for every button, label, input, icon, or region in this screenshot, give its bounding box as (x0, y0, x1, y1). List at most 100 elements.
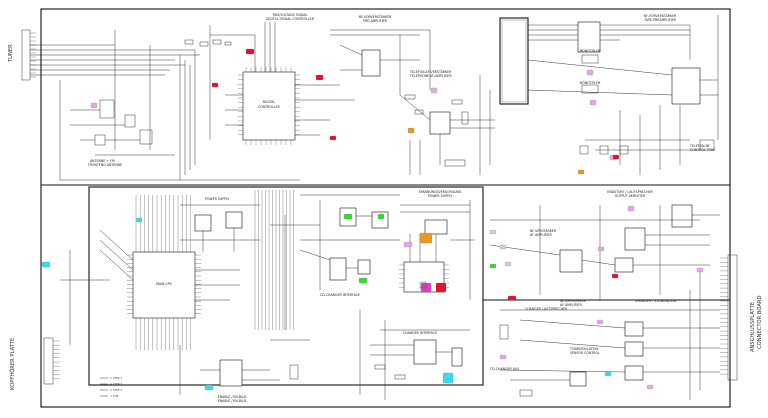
legend-top: = TOP (110, 394, 119, 398)
speaker-label-2: AF-AMPLIFIER (560, 303, 582, 307)
changer-interface-block: CHANGER INTERFACE (350, 310, 470, 400)
changer-interface-chip (413, 339, 437, 365)
spannung-reg (424, 219, 448, 235)
enable-label: ENABLE / EN-BILD (218, 395, 247, 399)
pink-marker (90, 102, 98, 109)
interface-chip-2 (357, 259, 371, 275)
top-left-components: ANTENNE + FM FRONTEND ANTENNE (70, 39, 232, 167)
cd-changer-aus-label: CD-CHANGER AUS (490, 367, 519, 371)
digital-controller-title: RDS/VOLTAGE SIGNAL (273, 13, 308, 17)
component-markers (41, 48, 704, 391)
grey-marker (504, 261, 512, 267)
cyan-marker (604, 371, 612, 377)
pre-amp-chip (361, 49, 381, 77)
red-marker (245, 48, 255, 55)
pre-amp-title-2: PRE-AMPLIFIER (363, 19, 388, 23)
antenna-title: ANTENNE + FM (90, 159, 115, 163)
legend-item: = STEP 1 (100, 376, 122, 380)
green-marker (489, 263, 497, 269)
tape-preamp-title: NF-VORVERSTÄRKER (644, 13, 677, 18)
connector-board-line1: ANSCHLUSSPLATTE (750, 302, 756, 352)
legend-step1: = STEP 1 (110, 376, 122, 380)
legend-item: = STEP 2 (100, 382, 122, 386)
red-marker (329, 135, 337, 141)
monitor-label: MONITOR-FM (580, 49, 601, 53)
cyan-marker (204, 384, 214, 391)
lower-chip-3 (624, 365, 644, 381)
enable-block: ENABLE / EN-BILD ENABLE / EN-BILD (179, 339, 310, 403)
headphone-label: KOPFHÖRER PLATTE (9, 338, 16, 390)
cd-changer-interface-label: CD-CHANGER INTERFACE (320, 293, 360, 297)
pre-amp-title: NF-VORVERSTÄRKER (359, 14, 392, 19)
legend: = STEP 1 = STEP 2 = STEP 3 = TOP (100, 376, 122, 398)
output-amp-chip-3 (671, 204, 693, 228)
telephone-amp-block (399, 75, 495, 175)
red-marker (315, 74, 324, 81)
power-reg-1 (194, 214, 212, 232)
orange-marker (577, 169, 585, 175)
changer-interface-title: CHANGER INTERFACE (403, 331, 437, 335)
power-title: POWER SUPPLY (205, 197, 229, 201)
tape-preamp-title-2: TAPE-PREAMPLIFIER (643, 18, 676, 22)
legend-step2: = STEP 2 (110, 382, 122, 386)
frontend-label-2: TELEPHONE AF-AMPLIFIER (409, 74, 452, 78)
main-cpu-block: MAIN CPU (60, 195, 240, 350)
grey-marker (499, 244, 507, 250)
changer-sensor-label: TONMODULATION (569, 347, 599, 351)
lower-chip-1 (624, 321, 644, 337)
lower-chip-2 (624, 341, 644, 357)
spannung-title: SPANNUNGSVERSORGUNG (419, 190, 462, 194)
pink-marker (596, 319, 604, 325)
red-marker (611, 273, 619, 279)
orange-marker (407, 127, 415, 134)
board-frames (40, 8, 731, 408)
interface-chip-1 (329, 257, 347, 281)
digital-controller-block: DIGITAL CONTROLLER RDS/VOLTAGE SIGNAL DI… (210, 13, 355, 145)
changer-sensor-label-2: SENSOR CONTROL (570, 351, 600, 355)
connector-board-label: ANSCHLUSSPLATTE (750, 302, 756, 352)
connector-board: ANSCHLUSSPLATTE CONNECTOR BOARD (720, 254, 763, 381)
cyan-marker (41, 261, 51, 268)
legend-item: = STEP 3 (100, 388, 122, 392)
digital-controller-chip-label: DIGITAL (263, 100, 276, 104)
tone-control-label: TELEFON-NF (689, 144, 710, 148)
pink-marker (646, 384, 654, 390)
pink-marker (586, 69, 594, 76)
nf-amp-chip (559, 249, 583, 273)
tape-switch-chip (577, 21, 601, 53)
enable-label-2: ENABLE / EN-BILD (218, 399, 247, 403)
red-marker (507, 295, 517, 301)
monitor-label-2: MONITOR-FM (580, 81, 601, 85)
speaker-label-3: CHANGER LAUTSPRECHER (525, 307, 568, 311)
legend-item: = TOP (100, 394, 119, 398)
output-amp-chip (624, 227, 646, 251)
cyan-marker (442, 372, 454, 384)
pink-marker (597, 246, 605, 252)
pink-marker (499, 354, 507, 360)
digital-controller-chip (242, 71, 296, 141)
tape-amp-chip (671, 67, 701, 105)
digital-controller-title-2: DIGITAL SIGNAL CONTROLLER (266, 17, 315, 21)
pink-marker (696, 267, 704, 273)
frontend-label: TELEFON-AF-VERSTÄRKER (409, 69, 452, 74)
spannung-title-2: POWER SUPPLY (428, 194, 452, 198)
pink-marker (589, 99, 597, 106)
tape-preamp-block: NF-VORVERSTÄRKER TAPE-PREAMPLIFIER MONIT… (527, 13, 719, 175)
enable-chip (219, 359, 243, 387)
power-reg-2 (225, 211, 243, 229)
output-amp-chip-2 (614, 257, 634, 273)
pink-marker (430, 87, 438, 94)
speaker-label: NF-VERSTÄRKER (560, 298, 587, 303)
output-amp-title-2: OUTPUT AMPLIFIER (615, 194, 646, 198)
nf-amp-label-2: AF-AMPLIFIER (530, 233, 552, 237)
orange-marker (419, 232, 433, 244)
nf-amp-label: NF-VERSTÄRKER (530, 228, 557, 233)
red-marker (435, 282, 447, 293)
connector-board-line2: CONNECTOR BOARD (757, 296, 763, 349)
green-marker (358, 277, 368, 284)
telephone-amp-chip (429, 111, 451, 135)
tuner-bus (30, 25, 300, 181)
output-amp-title: ENDSTUFE / LAUTSPRECHER (607, 190, 653, 194)
pre-amp-block: NF-VORVERSTÄRKER PRE-AMPLIFIER TELEFON-A… (330, 14, 452, 95)
